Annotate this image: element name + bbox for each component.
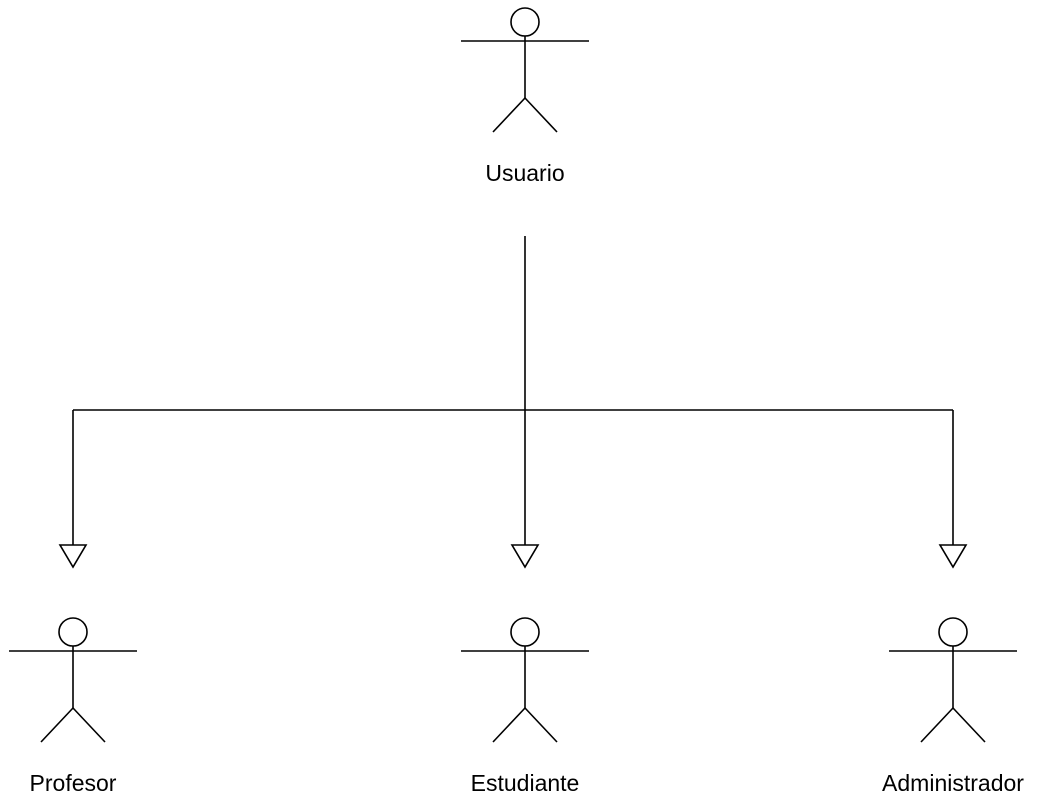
actor-profesor[interactable]: Profesor (9, 617, 137, 796)
generalization-arrow-icon (510, 544, 540, 569)
stick-figure-icon (461, 7, 589, 133)
actor-estudiante[interactable]: Estudiante (461, 617, 589, 796)
actor-label-administrador: Administrador (882, 770, 1024, 796)
generalization-arrow-icon (938, 544, 968, 569)
generalization-connectors (58, 236, 968, 569)
actor-usuario[interactable]: Usuario (461, 7, 589, 186)
stick-figure-icon (889, 617, 1017, 743)
actor-label-estudiante: Estudiante (471, 770, 580, 796)
actor-label-profesor: Profesor (30, 770, 117, 796)
stick-figure-icon (461, 617, 589, 743)
actor-administrador[interactable]: Administrador (882, 617, 1024, 796)
stick-figure-icon (9, 617, 137, 743)
generalization-arrow-icon (58, 544, 88, 569)
actor-label-usuario: Usuario (485, 160, 564, 186)
